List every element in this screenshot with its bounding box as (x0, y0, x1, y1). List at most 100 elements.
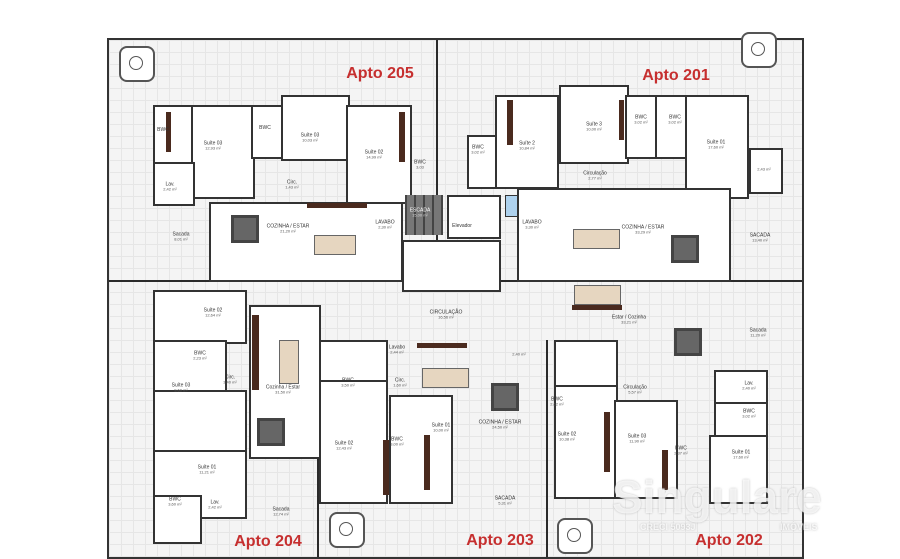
wardrobe (619, 100, 624, 140)
cabinet (307, 203, 367, 208)
room-label: BWC (157, 127, 169, 133)
room (251, 105, 285, 159)
apartment-label-203: Apto 203 (466, 532, 534, 549)
sofa (573, 229, 620, 249)
room (655, 95, 689, 159)
wardrobe (424, 435, 430, 490)
dining-table (671, 235, 699, 263)
room-label: 2,43 m² (757, 166, 771, 172)
wardrobe (252, 315, 259, 390)
sofa (422, 368, 469, 388)
room (281, 95, 350, 161)
dining-table (491, 383, 519, 411)
watermark-brand: Singulare (612, 471, 822, 523)
room (447, 195, 501, 239)
room-label: Elevador (452, 223, 472, 229)
apartment-label-201: Apto 201 (642, 67, 710, 84)
wardrobe (604, 412, 610, 472)
wardrobe (507, 100, 513, 145)
sofa (279, 340, 299, 384)
jacuzzi (119, 46, 155, 82)
apartment-label-205: Apto 205 (346, 65, 414, 82)
room (319, 340, 388, 384)
room (153, 390, 247, 454)
staircase (405, 195, 443, 235)
jacuzzi (557, 518, 593, 554)
wardrobe (383, 440, 389, 495)
jacuzzi (741, 32, 777, 68)
room (495, 95, 559, 189)
room-label: Circ.3,40 m² (223, 374, 237, 385)
room (709, 435, 768, 504)
room-label: Circ.1,60 m² (393, 377, 407, 388)
room (559, 85, 629, 164)
wardrobe (662, 450, 668, 490)
dining-table (674, 328, 702, 356)
wall (436, 40, 438, 280)
dining-table (231, 215, 259, 243)
room (153, 162, 195, 206)
room-label: Lav.2,40 m² (742, 380, 756, 391)
cabinet (417, 343, 467, 348)
room (153, 340, 227, 394)
room-label: Lav.2,42 m² (208, 499, 222, 510)
sofa (574, 285, 621, 305)
room (153, 495, 202, 544)
cabinet (572, 305, 622, 310)
room-label: BWC (259, 125, 271, 131)
floor-plan (107, 32, 804, 559)
jacuzzi (329, 512, 365, 548)
room (714, 402, 768, 438)
room (714, 370, 768, 406)
room (153, 105, 195, 164)
watermark-suffix: IMÓVEIS (780, 522, 818, 532)
dining-table (257, 418, 285, 446)
room-label: Circ.1,43 m² (285, 179, 299, 190)
apartment-label-204: Apto 204 (234, 533, 302, 550)
room (389, 395, 453, 504)
room (685, 95, 749, 199)
apartment-label-202: Apto 202 (695, 532, 763, 549)
watermark-creci: CRECI 5093J (640, 522, 696, 532)
room (153, 290, 247, 344)
room (625, 95, 659, 159)
wardrobe (399, 112, 405, 162)
room (191, 105, 255, 199)
